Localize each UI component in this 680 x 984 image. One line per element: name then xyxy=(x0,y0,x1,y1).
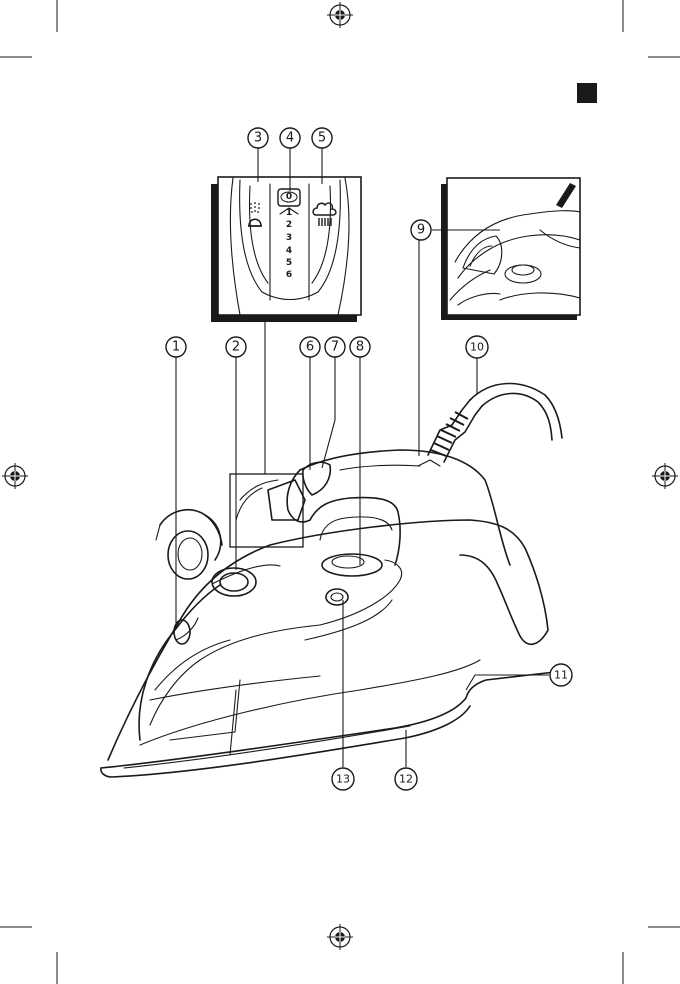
dial-setting-0: 0 xyxy=(286,192,292,202)
dial-setting-2: 2 xyxy=(286,220,292,230)
callout-label: 4 xyxy=(286,131,294,146)
callout-label: 6 xyxy=(306,340,314,355)
registration-mark-icon xyxy=(327,924,353,950)
registration-mark-icon xyxy=(2,463,28,489)
callout-7: 7 xyxy=(325,337,345,357)
callout-8: 8 xyxy=(350,337,370,357)
callout-10: 10 xyxy=(466,336,488,358)
callout-label: 8 xyxy=(356,340,364,355)
inset-handle xyxy=(441,178,580,320)
steam-iron xyxy=(101,384,562,777)
callout-label: 10 xyxy=(470,341,484,354)
callout-label: 11 xyxy=(554,669,568,682)
page-marker xyxy=(577,83,597,103)
callout-label: 7 xyxy=(331,340,339,355)
callout-11: 11 xyxy=(550,664,572,686)
callout-label: 12 xyxy=(399,773,413,786)
callout-12: 12 xyxy=(395,768,417,790)
callout-label: 2 xyxy=(232,340,240,355)
dial-setting-5: 5 xyxy=(286,258,292,268)
dial-setting-4: 4 xyxy=(286,246,292,256)
callout-label: 13 xyxy=(336,773,350,786)
dial-setting-1: 1 xyxy=(286,208,292,218)
callout-label: 5 xyxy=(318,131,326,146)
callout-label: 1 xyxy=(172,340,180,355)
callout-label: 9 xyxy=(417,223,425,238)
callout-3: 3 xyxy=(248,128,268,148)
inset-control-panel: 0 1 2 3 4 5 6 xyxy=(211,177,361,322)
callout-2: 2 xyxy=(226,337,246,357)
callout-label: 3 xyxy=(254,131,262,146)
registration-mark-icon xyxy=(652,463,678,489)
dial-setting-3: 3 xyxy=(286,233,292,243)
callout-9: 9 xyxy=(411,220,431,240)
callout-4: 4 xyxy=(280,128,300,148)
magnified-area-box xyxy=(230,474,303,547)
dial-setting-6: 6 xyxy=(286,270,292,280)
callout-13: 13 xyxy=(332,768,354,790)
callout-6: 6 xyxy=(300,337,320,357)
registration-mark-icon xyxy=(327,2,353,28)
callout-1: 1 xyxy=(166,337,186,357)
callout-5: 5 xyxy=(312,128,332,148)
